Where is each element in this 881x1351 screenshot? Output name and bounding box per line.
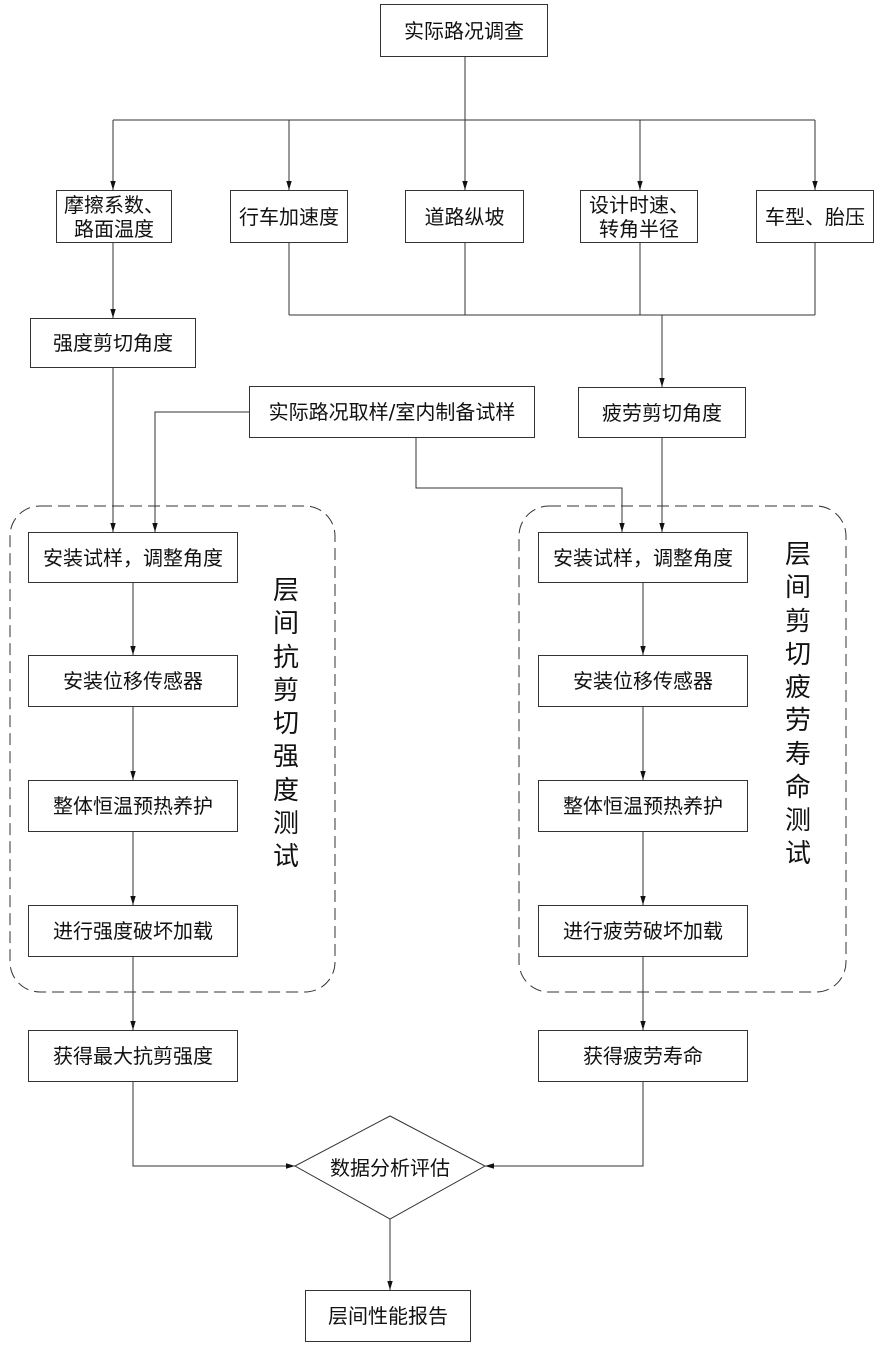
survey-box: 实际路况调查 bbox=[380, 4, 548, 57]
sampling-box: 实际路况取样/室内制备试样 bbox=[249, 386, 535, 438]
left-install-box: 安装试样，调整角度 bbox=[28, 532, 238, 583]
right-preheat-box: 整体恒温预热养护 bbox=[538, 780, 748, 832]
right-install-box: 安装试样，调整角度 bbox=[538, 532, 748, 583]
strength-test-group-label: 层间抗剪切强度测试 bbox=[270, 575, 302, 874]
slope-box: 道路纵坡 bbox=[405, 190, 524, 243]
friction-temperature-box: 摩擦系数、 路面温度 bbox=[56, 190, 172, 243]
max-strength-box: 获得最大抗剪强度 bbox=[28, 1030, 238, 1082]
fatigue-test-group-label: 层间剪切疲劳寿命测试 bbox=[782, 539, 814, 872]
report-box: 层间性能报告 bbox=[305, 1290, 471, 1342]
fatigue-angle-box: 疲劳剪切角度 bbox=[578, 387, 746, 438]
strength-angle-box: 强度剪切角度 bbox=[30, 318, 196, 368]
left-preheat-box: 整体恒温预热养护 bbox=[28, 780, 238, 832]
acceleration-box: 行车加速度 bbox=[230, 190, 348, 243]
right-load-box: 进行疲劳破坏加载 bbox=[538, 905, 748, 957]
fatigue-life-box: 获得疲劳寿命 bbox=[538, 1030, 748, 1082]
left-load-box: 进行强度破坏加载 bbox=[28, 905, 238, 957]
vehicle-tire-box: 车型、胎压 bbox=[756, 190, 874, 243]
analysis-label: 数据分析评估 bbox=[310, 1148, 470, 1184]
right-sensor-box: 安装位移传感器 bbox=[538, 655, 748, 707]
speed-radius-box: 设计时速、 转角半径 bbox=[580, 190, 698, 243]
left-sensor-box: 安装位移传感器 bbox=[28, 655, 238, 707]
